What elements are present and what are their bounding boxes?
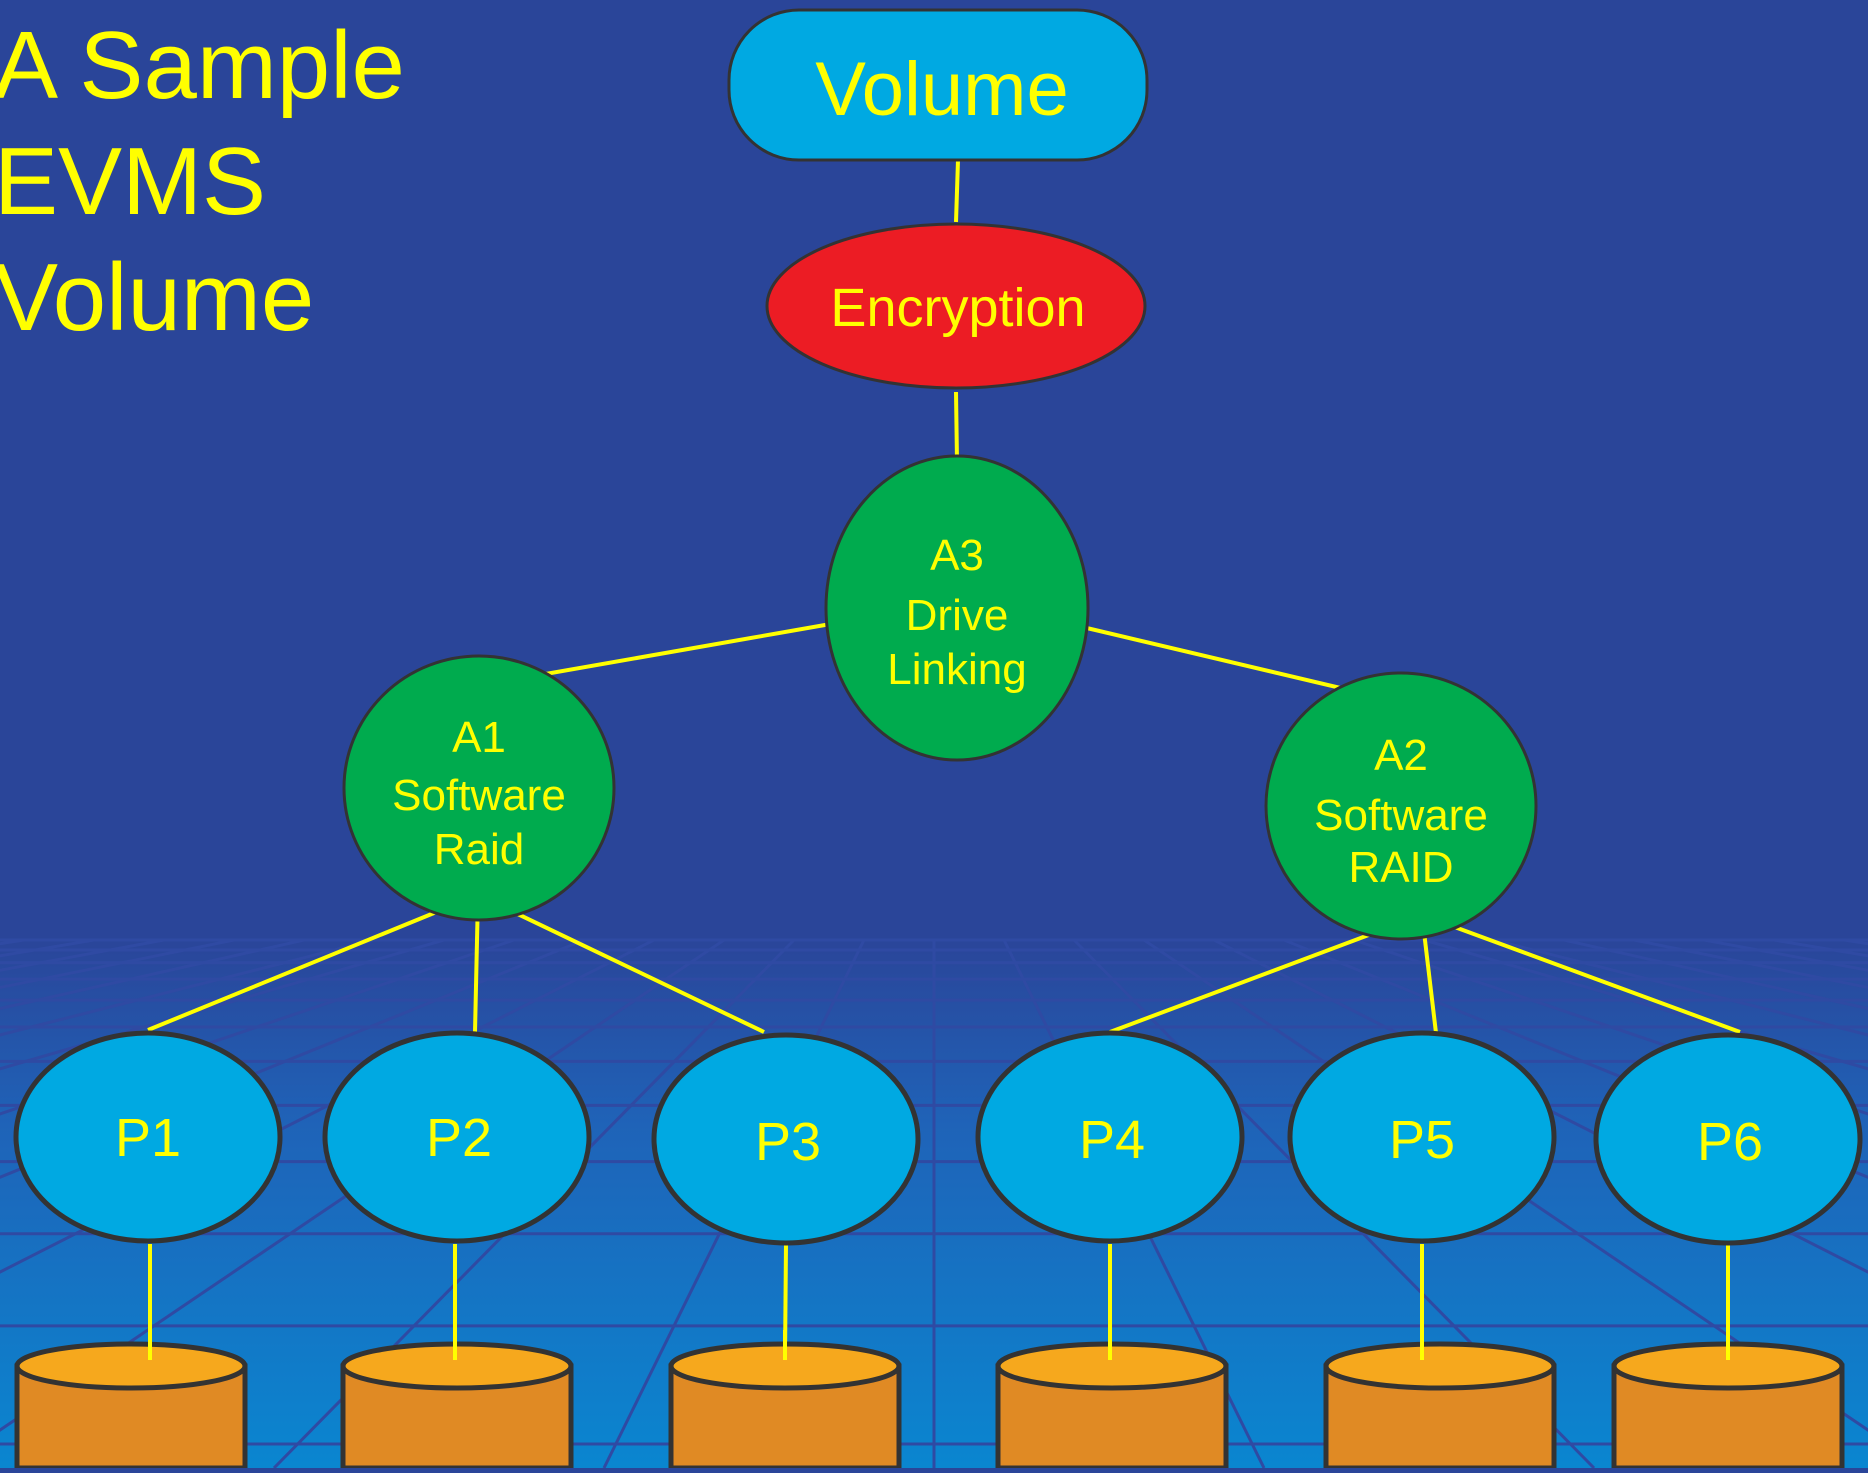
encryption-node-label: Encryption: [830, 278, 1085, 338]
partition-label: P6: [1697, 1112, 1763, 1172]
a1-node-line-3: Raid: [434, 825, 525, 874]
a3-node-line-2: Drive: [906, 591, 1009, 640]
disk-5[interactable]: [1323, 1341, 1557, 1471]
slide-title-line-1: A Sample: [0, 12, 405, 119]
partition-node-p3[interactable]: P3: [651, 1032, 921, 1246]
a2-software-raid-node[interactable]: A2 Software RAID: [1264, 671, 1538, 941]
slide-title-line-2: EVMS: [0, 128, 267, 235]
disk-6[interactable]: [1611, 1341, 1845, 1471]
perspective-floor-grid: [0, 938, 1868, 1470]
partition-node-p5[interactable]: P5: [1287, 1030, 1557, 1244]
edge-a1-p1: [147, 893, 479, 1032]
edge-a3-a1: [493, 620, 843, 685]
partition-node-p6[interactable]: P6: [1593, 1032, 1863, 1246]
disk-3[interactable]: [668, 1341, 902, 1471]
encryption-node[interactable]: Encryption: [765, 222, 1147, 390]
partition-label: P3: [755, 1112, 821, 1172]
a2-node-line-2: Software: [1314, 791, 1488, 840]
a3-node-line-3: Linking: [887, 645, 1026, 694]
partition-node-p2[interactable]: P2: [322, 1030, 592, 1244]
disk-connector-overlay: [148, 1330, 1730, 1360]
a3-node-line-1: A3: [930, 531, 984, 580]
partition-label: P2: [426, 1108, 492, 1168]
edge-a1-p3: [477, 893, 765, 1034]
disk-top: [1323, 1341, 1557, 1391]
partition-label: P5: [1389, 1110, 1455, 1170]
partition-nodes: P1 P2 P3 P4 P5 P6: [13, 1030, 1863, 1246]
edge-a2-p6: [1421, 913, 1741, 1034]
edge-volume-encryption: [954, 159, 960, 223]
volume-node-label: Volume: [815, 47, 1069, 132]
partition-node-p1[interactable]: P1: [13, 1030, 283, 1244]
a2-node-line-1: A2: [1374, 731, 1428, 780]
a2-node-line-3: RAID: [1348, 843, 1453, 892]
disk-top: [14, 1341, 248, 1391]
a3-drive-linking-node[interactable]: A3 Drive Linking: [824, 454, 1090, 762]
partition-label: P1: [115, 1108, 181, 1168]
disk-group: [14, 1341, 1845, 1471]
slide-title-line-3: Volume: [0, 244, 315, 351]
disk-1[interactable]: [14, 1341, 248, 1471]
volume-node[interactable]: Volume: [727, 8, 1149, 162]
partition-label: P4: [1079, 1110, 1145, 1170]
a1-software-raid-node[interactable]: A1 Software Raid: [342, 654, 616, 922]
partition-node-p4[interactable]: P4: [975, 1030, 1245, 1244]
disk-4[interactable]: [995, 1341, 1229, 1471]
edge-encryption-a3: [954, 391, 959, 463]
disk-2[interactable]: [340, 1341, 574, 1471]
a1-node-line-2: Software: [392, 771, 566, 820]
a1-node-line-1: A1: [452, 713, 506, 762]
